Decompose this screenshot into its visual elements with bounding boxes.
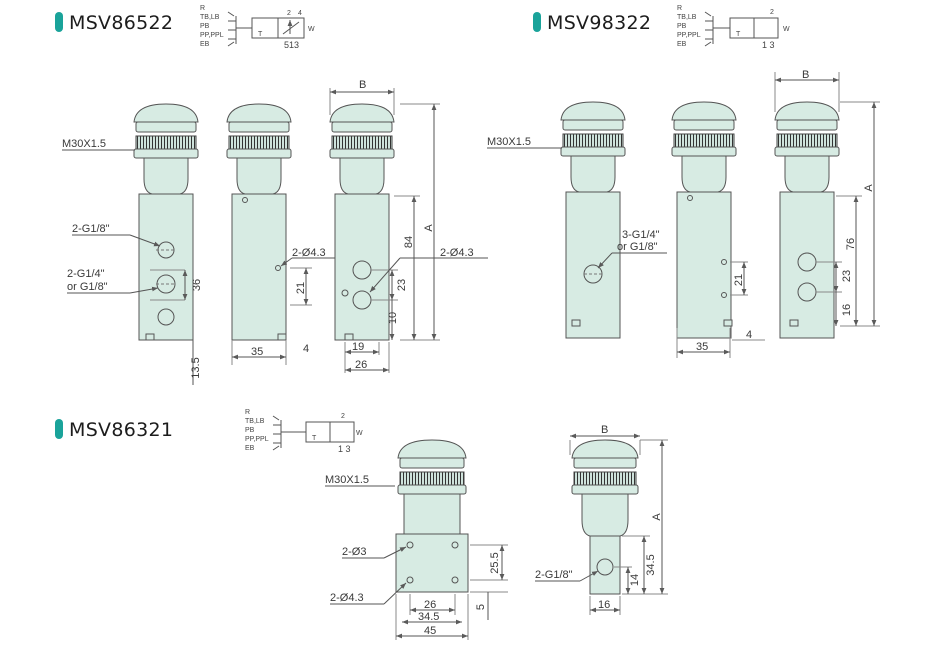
symbol-schematic-3: R TB,LB PB PP,PPL EB T 2 W 1 3 xyxy=(245,409,363,454)
svg-text:4: 4 xyxy=(298,10,302,17)
svg-text:2: 2 xyxy=(287,10,291,17)
svg-text:25.5: 25.5 xyxy=(489,552,501,573)
svg-text:TB,LB: TB,LB xyxy=(677,14,697,21)
view-side-1: 35 4 21 xyxy=(226,103,312,365)
label-port-3g14-or: or G1/8" xyxy=(617,241,658,253)
svg-text:34.5: 34.5 xyxy=(418,611,439,623)
svg-text:A: A xyxy=(651,513,663,521)
svg-text:W: W xyxy=(783,26,790,33)
svg-text:13.5: 13.5 xyxy=(190,357,202,378)
label-hole-43-b: 2-Ø4.3 xyxy=(440,247,474,259)
svg-text:34.5: 34.5 xyxy=(645,554,657,575)
svg-text:R: R xyxy=(200,5,205,12)
svg-text:PP,PPL: PP,PPL xyxy=(245,436,269,443)
view-rear-1: B A 84 23 10 19 26 xyxy=(329,79,440,373)
label-port-g14: 2-G1/4" xyxy=(67,268,105,280)
svg-text:513: 513 xyxy=(284,40,299,50)
svg-text:R: R xyxy=(245,409,250,416)
svg-text:21: 21 xyxy=(733,274,745,286)
view-rear-2: B A 76 23 16 xyxy=(774,69,880,339)
svg-text:B: B xyxy=(601,424,608,436)
svg-text:45: 45 xyxy=(424,625,436,637)
svg-text:PP,PPL: PP,PPL xyxy=(677,32,701,39)
svg-text:A: A xyxy=(863,184,875,192)
svg-text:5: 5 xyxy=(475,604,487,610)
svg-text:10: 10 xyxy=(387,312,399,324)
svg-text:36: 36 xyxy=(191,279,203,291)
label-hole-3: 2-Ø3 xyxy=(342,546,366,558)
model-title-msv86321: MSV86321 xyxy=(55,419,173,441)
svg-text:T: T xyxy=(312,435,317,442)
svg-text:EB: EB xyxy=(200,41,210,48)
label-port-g18: 2-G1/8" xyxy=(72,223,110,235)
label-hole-43-c: 2-Ø4.3 xyxy=(330,592,364,604)
svg-text:2: 2 xyxy=(341,413,345,420)
label-port-g14-or: or G1/8" xyxy=(67,281,108,293)
label-port-g18-c: 2-G1/8" xyxy=(535,569,573,581)
view-front-3: 25.5 5 26 34.5 45 xyxy=(395,439,508,640)
svg-text:B: B xyxy=(802,69,809,81)
svg-text:PB: PB xyxy=(677,23,687,30)
accent-tab xyxy=(55,12,63,32)
svg-text:4: 4 xyxy=(303,343,309,355)
svg-text:T: T xyxy=(258,31,263,38)
svg-text:2: 2 xyxy=(770,9,774,16)
svg-text:84: 84 xyxy=(403,236,415,248)
svg-text:TB,LB: TB,LB xyxy=(245,418,265,425)
model-title-msv98322: MSV98322 xyxy=(533,12,651,34)
svg-text:B: B xyxy=(359,79,366,91)
svg-text:4: 4 xyxy=(746,329,752,341)
view-side-2: 21 35 4 xyxy=(671,101,765,358)
svg-text:35: 35 xyxy=(251,346,263,358)
label-thread-1: M30X1.5 xyxy=(62,138,106,150)
svg-text:26: 26 xyxy=(355,359,367,371)
svg-text:PP,PPL: PP,PPL xyxy=(200,32,224,39)
svg-text:14: 14 xyxy=(629,574,641,586)
symbol-schematic-2: R TB,LB PB PP,PPL EB T 2 W 1 3 xyxy=(677,5,790,50)
svg-text:EB: EB xyxy=(245,445,255,452)
svg-text:1 3: 1 3 xyxy=(338,444,351,454)
model-title-msv86522: MSV86522 xyxy=(55,12,173,34)
label-port-3g14: 3-G1/4" xyxy=(622,229,660,241)
svg-text:W: W xyxy=(356,430,363,437)
svg-text:16: 16 xyxy=(598,599,610,611)
accent-tab xyxy=(55,419,63,439)
symbol-schematic-1: R TB,LB PB PP,PPL EB T 2 4 W 513 xyxy=(200,5,315,50)
svg-text:T: T xyxy=(736,31,741,38)
svg-text:A: A xyxy=(423,224,435,232)
svg-text:W: W xyxy=(308,26,315,33)
svg-text:EB: EB xyxy=(677,41,687,48)
svg-text:16: 16 xyxy=(841,304,853,316)
svg-text:23: 23 xyxy=(841,270,853,282)
svg-text:R: R xyxy=(677,5,682,12)
svg-text:23: 23 xyxy=(396,279,408,291)
view-side-3: B A 34.5 14 16 xyxy=(569,424,668,615)
label-hole-43: 2-Ø4.3 xyxy=(292,247,326,259)
svg-text:35: 35 xyxy=(696,341,708,353)
svg-text:TB,LB: TB,LB xyxy=(200,14,220,21)
label-thread-3: M30X1.5 xyxy=(325,474,369,486)
svg-text:21: 21 xyxy=(295,282,307,294)
svg-text:26: 26 xyxy=(424,599,436,611)
svg-text:19: 19 xyxy=(352,341,364,353)
label-thread-2: M30X1.5 xyxy=(487,136,531,148)
svg-text:PB: PB xyxy=(245,427,255,434)
svg-text:76: 76 xyxy=(845,238,857,250)
view-front-1: 36 13.5 xyxy=(133,103,203,385)
svg-text:1 3: 1 3 xyxy=(762,40,775,50)
accent-tab xyxy=(533,12,541,32)
view-front-2 xyxy=(560,101,626,339)
svg-text:PB: PB xyxy=(200,23,210,30)
